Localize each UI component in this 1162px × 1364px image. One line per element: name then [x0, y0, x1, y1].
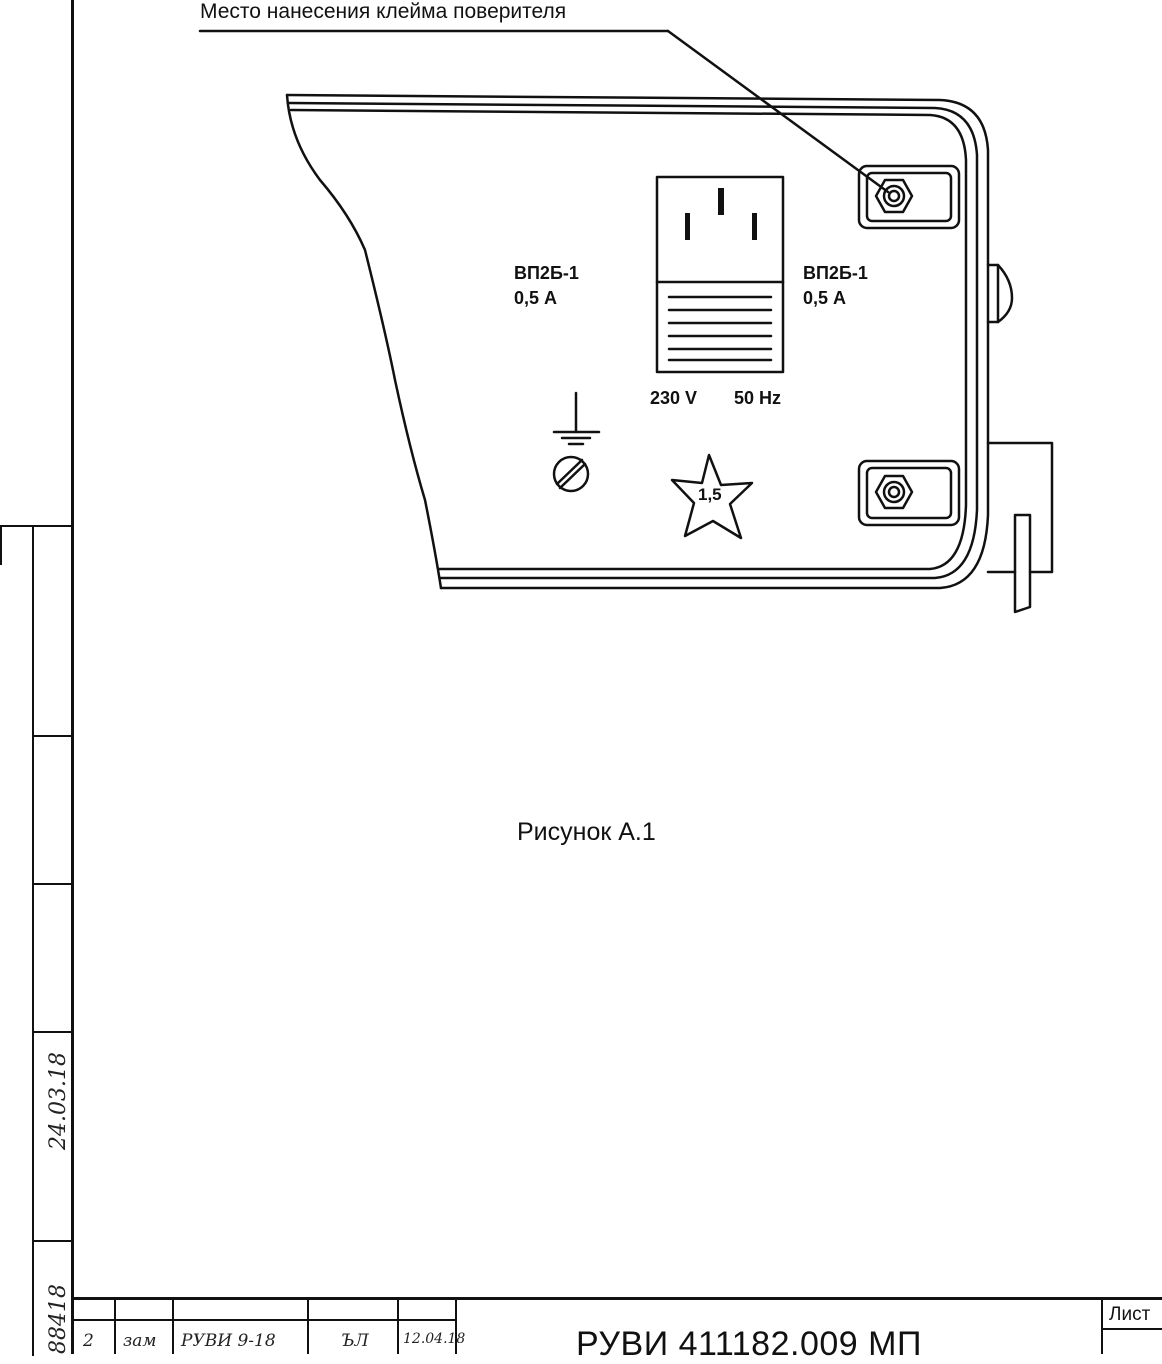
bottom-hex-nut: [874, 474, 914, 510]
socket-pin-left: [685, 213, 690, 240]
voltage-label: 230 V: [650, 388, 698, 408]
accuracy-class-star: [670, 453, 754, 540]
margin-inventory-number: 88418: [46, 1284, 71, 1354]
revision-change-number: 2: [83, 1331, 94, 1351]
socket-pin-right: [752, 213, 757, 240]
housing-outline: [285, 93, 990, 590]
left-fuse-label: ВП2Б-1 0,5 А: [514, 261, 579, 311]
housing-inner-outline-1: [287, 101, 979, 580]
side-latch: [986, 263, 1014, 324]
verifier-mark-callout-label: Место нанесения клейма поверителя: [200, 0, 567, 23]
title-block: 2 зам РУВИ 9-18 ЪЛ 12.04.18 РУВИ 411182.…: [71, 1297, 1162, 1363]
socket-pin-earth: [718, 188, 724, 215]
margin-hook-vertical: [0, 525, 2, 565]
frequency-label: 50 Hz: [734, 388, 782, 408]
revision-date: 12.04.18: [403, 1331, 466, 1347]
revision-notice-number: РУВИ 9-18: [181, 1331, 276, 1351]
margin-archive-strip: [32, 525, 74, 1356]
sheet-label: Лист: [1109, 1304, 1151, 1325]
top-hex-nut: [874, 178, 914, 214]
figure-caption: Рисунок А.1: [517, 818, 656, 846]
side-connector: [986, 441, 1054, 574]
housing-break-edge: [285, 93, 443, 590]
revision-change-type: зам: [123, 1331, 157, 1351]
top-screw-lug: [857, 164, 961, 230]
power-socket: [655, 175, 785, 374]
frame-left-border: [71, 0, 74, 1354]
accuracy-class-label: 1,5: [698, 485, 722, 504]
sheet-number-box: Лист: [1101, 1298, 1162, 1354]
right-fuse-label: ВП2Б-1 0,5 А: [803, 261, 868, 311]
callout-leader-line: [666, 29, 890, 194]
housing-inner-outline-2: [289, 108, 968, 571]
left-fuse-name: ВП2Б-1: [514, 263, 579, 283]
margin-signature-date: 24.03.18: [46, 1052, 71, 1150]
bottom-screw-lug: [857, 459, 961, 527]
left-fuse-rating: 0,5 А: [514, 288, 558, 308]
right-fuse-rating: 0,5 А: [803, 288, 847, 308]
right-fuse-name: ВП2Б-1: [803, 263, 868, 283]
ground-screw: [552, 455, 590, 493]
revision-signature: ЪЛ: [341, 1331, 369, 1351]
document-number: РУВИ 411182.009 МП: [576, 1325, 922, 1363]
meter-panel-drawing: [198, 29, 1054, 614]
margin-hook: [0, 525, 32, 527]
frame-bottom-border: [71, 1297, 1162, 1300]
